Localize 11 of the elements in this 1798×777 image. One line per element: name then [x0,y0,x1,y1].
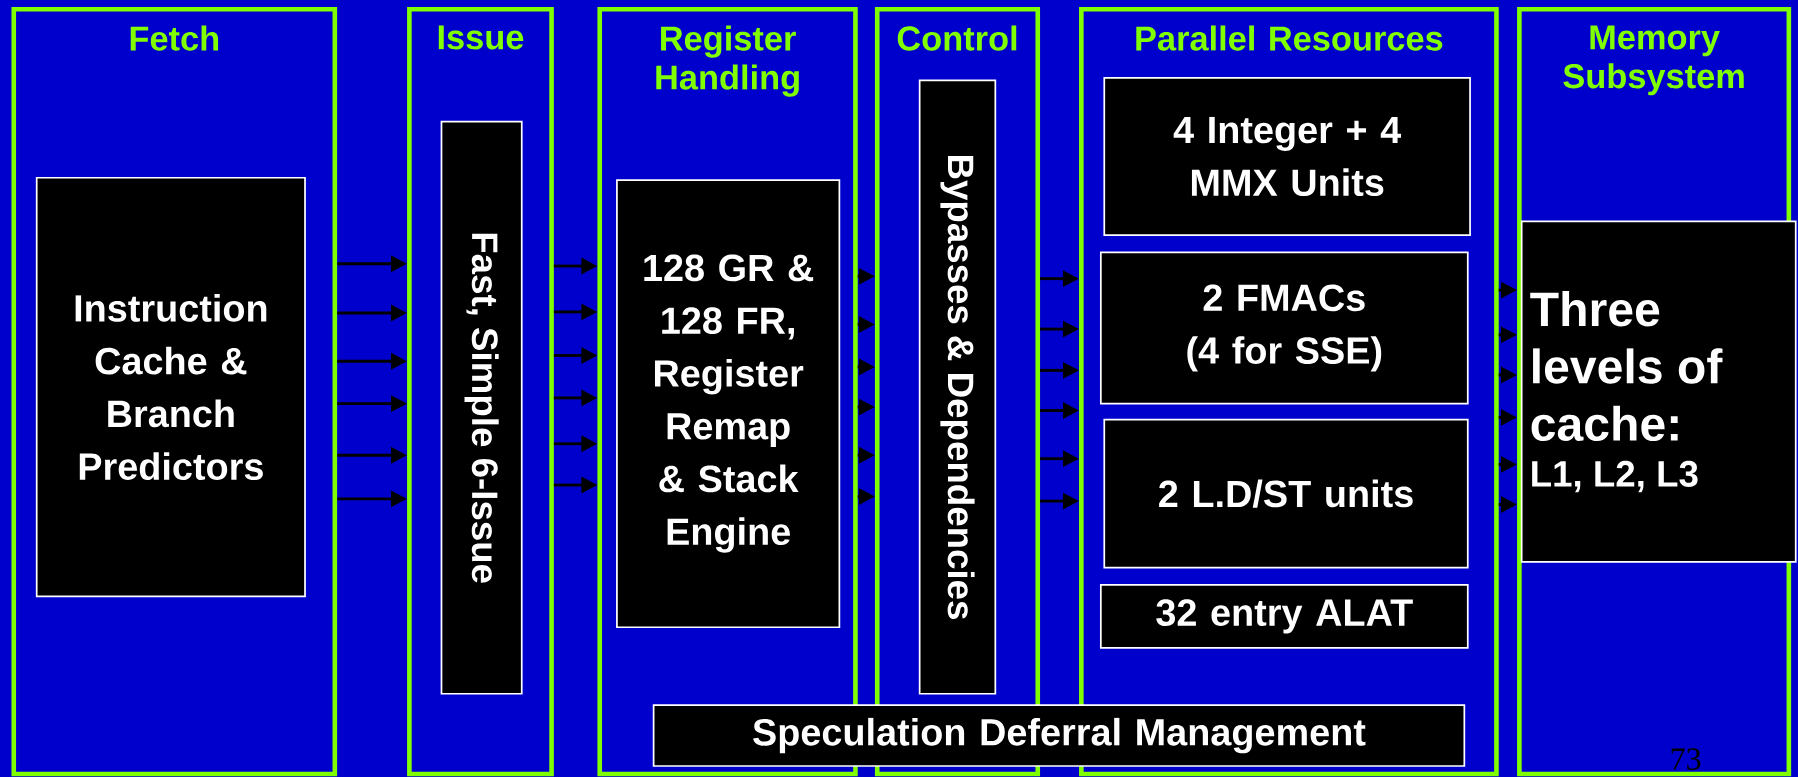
unit-box: Bypasses & Dependencies [918,79,997,695]
unit-box: 4 Integer + 4 MMX Units [1103,76,1471,236]
unit-box: Instruction Cache & Branch Predictors [35,176,306,597]
unit-box: 128 GR & 128 FR, Register Remap & Stack Engine [616,178,841,628]
unit-box: 2 L.D/ST units [1103,418,1469,569]
unit-box: 2 FMACs (4 for SSE) [1099,251,1469,405]
unit-box: Speculation Deferral Management [652,704,1466,767]
page-number: 73 [1671,748,1701,770]
unit-box: Fast, Simple 6-Issue [440,120,523,695]
unit-box: 32 entry ALAT [1099,583,1469,649]
unit-box: Three levels of cache: L1, L2, L3 [1520,220,1797,563]
